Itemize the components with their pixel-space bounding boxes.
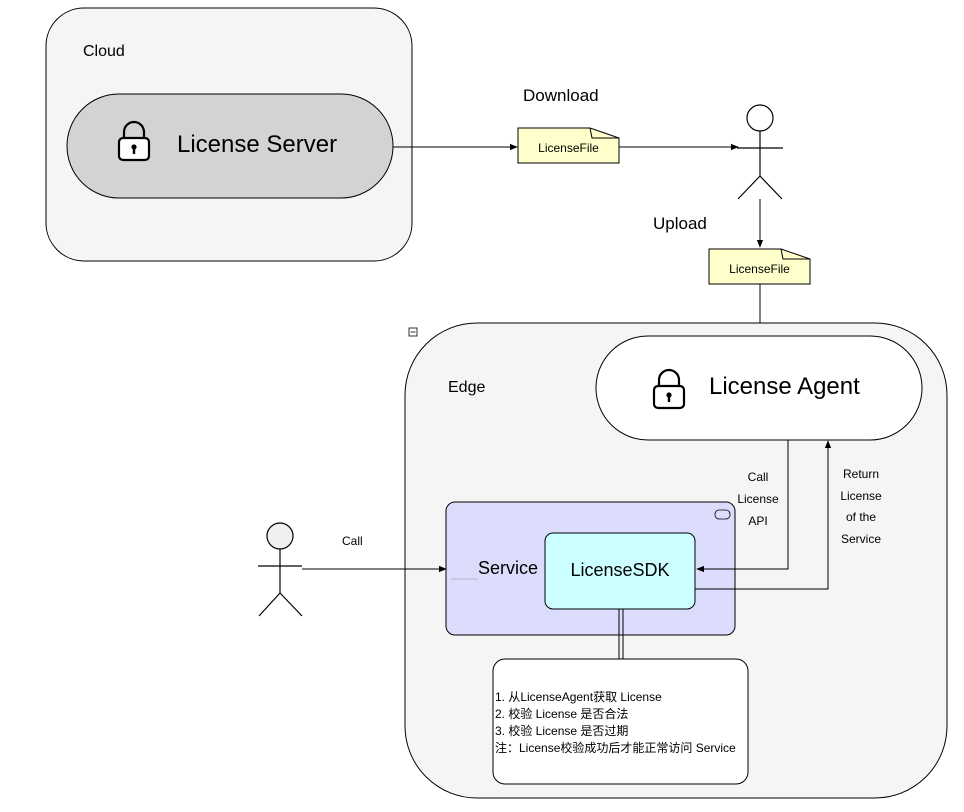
collapse-toggle-icon[interactable] xyxy=(408,327,418,337)
return-license-line: Return xyxy=(842,467,880,481)
note-box[interactable] xyxy=(492,658,749,785)
license-sdk-label: LicenseSDK xyxy=(570,560,670,580)
return-license-line: Service xyxy=(840,531,881,546)
call-api-label: Call License API xyxy=(728,466,788,532)
download-file-fold xyxy=(589,127,619,139)
note-line: 注：License校验成功后才能正常访问 Service xyxy=(495,741,736,755)
lock-icon xyxy=(117,120,151,162)
service-resize-handle[interactable] xyxy=(714,509,731,520)
call-api-line: API xyxy=(748,514,768,528)
license-agent-node[interactable] xyxy=(595,335,923,441)
call-api-line: Call xyxy=(747,470,769,484)
license-server-node[interactable] xyxy=(66,93,394,199)
upload-file-label: LicenseFile xyxy=(729,262,790,276)
call-api-line: License xyxy=(737,492,779,506)
note-line: 3. 校验 License 是否过期 xyxy=(495,724,629,738)
cloud-label: Cloud xyxy=(83,43,125,60)
license-agent-label: License Agent xyxy=(709,373,860,400)
lock-icon xyxy=(652,368,686,410)
service-label: Service xyxy=(478,558,539,578)
upload-label: Upload xyxy=(653,214,707,233)
download-label: Download xyxy=(523,86,599,105)
note-text: 1. 从LicenseAgent获取 License 2. 校验 License… xyxy=(495,689,736,757)
arrow-sdk-to-agent xyxy=(695,440,832,590)
client-actor[interactable] xyxy=(258,522,303,617)
arrow-agent-to-sdk xyxy=(696,440,789,573)
license-sdk-node[interactable] xyxy=(544,532,696,610)
upload-file-fold xyxy=(780,248,810,260)
edge-label: Edge xyxy=(448,379,486,396)
return-license-line: License xyxy=(840,488,882,503)
operator-actor[interactable] xyxy=(737,104,783,200)
download-file-label: LicenseFile xyxy=(538,141,599,155)
return-license-label: Return License of the Service xyxy=(828,464,894,550)
return-license-line: of the xyxy=(845,510,877,524)
note-line: 1. 从LicenseAgent获取 License xyxy=(495,690,662,704)
upload-file-node[interactable] xyxy=(708,248,811,285)
client-call-label: Call xyxy=(342,534,363,548)
license-server-label: License Server xyxy=(177,131,338,158)
note-line: 2. 校验 License 是否合法 xyxy=(495,707,629,721)
download-file-node[interactable] xyxy=(517,127,620,164)
